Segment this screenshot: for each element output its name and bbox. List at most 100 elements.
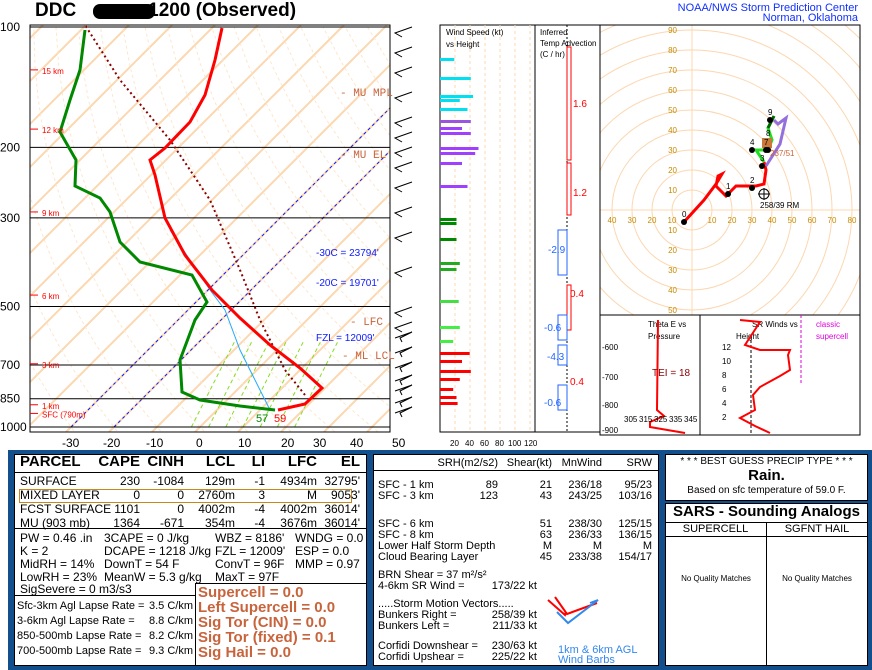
sr-wind-value: 173/22 kt: [491, 580, 537, 592]
cold-advection-bar: [557, 229, 568, 276]
mixing-ratio-line: [276, 339, 322, 428]
temp-label: -10: [146, 436, 164, 450]
hodo-y-label: 70: [668, 66, 677, 75]
parcel-value: 3: [258, 488, 265, 502]
kin-header: SRW: [626, 457, 652, 469]
wind-barb: [393, 46, 413, 58]
srwind-subtitle: Height: [736, 332, 760, 341]
wind-barb: [393, 146, 413, 158]
kin-value: 236/18: [568, 479, 602, 491]
parcel-value: 0: [177, 488, 184, 502]
parcel-value: 0: [177, 502, 184, 516]
hodo-y-label: 30: [668, 266, 677, 275]
dry-adiabat: [30, 285, 119, 432]
wind-axis-label: 20: [450, 439, 459, 448]
wind-barb: [393, 161, 413, 173]
index-value: DownT = 54 F: [104, 557, 180, 571]
bunkers-rm-label: 258/39 RM: [760, 201, 799, 210]
advection-value: 1.6: [573, 99, 587, 110]
supercell-matches: No Quality Matches: [681, 574, 751, 583]
parcel-value: 4002m: [198, 502, 235, 516]
thetae-p-label: -900: [602, 426, 619, 435]
thetae-x-label: 305: [624, 415, 638, 424]
temp-label: -20: [103, 436, 121, 450]
srwind-y-label: 8: [722, 371, 727, 380]
pressure-label: 1000: [0, 420, 27, 434]
hodo-x-label: 80: [848, 216, 857, 225]
motion-label: Corfidi Upshear =: [378, 651, 464, 663]
wind-speed-bar: [440, 396, 457, 399]
parcel-value: 0: [133, 488, 140, 502]
index-value: DCAPE = 1218 J/kg: [104, 544, 212, 558]
dry-adiabat: [166, 26, 390, 374]
cold-advection-bar: [557, 344, 568, 366]
wind-speed-bar: [440, 262, 460, 265]
sfc-temp: 59: [274, 413, 286, 425]
parcel-value: 4002m: [280, 502, 317, 516]
motion-label: Bunkers Right =: [378, 609, 457, 621]
advection-title: Inferred: [540, 28, 568, 37]
barb-legend-line2: Wind Barbs: [558, 654, 615, 666]
wind-speed-bar: [440, 340, 454, 343]
parcel-name: SURFACE: [20, 474, 77, 488]
parcel-value: 3676m: [280, 516, 317, 530]
precip-type: Rain.: [748, 467, 785, 484]
wind-speed-bar: [440, 120, 471, 123]
mu-mpl-label: - MU MPL: [340, 88, 393, 100]
thetae-p-label: -700: [602, 373, 619, 382]
hodo-point-label: 0: [682, 210, 687, 219]
index-value: ConvT = 96F: [215, 557, 285, 571]
kin-row-label: SFC - 1 km: [378, 479, 434, 491]
wind-barb: [393, 321, 413, 333]
mean-wind-label: 237/51: [770, 149, 795, 158]
dry-adiabat: [99, 26, 336, 432]
kin-value: 103/16: [618, 490, 652, 502]
parcel-header: EL: [340, 453, 360, 470]
thetae-trace: [649, 319, 686, 434]
parcel-value: 354m: [204, 516, 235, 530]
motion-value: 230/63 kt: [491, 640, 537, 652]
hodo-y-label: 10: [668, 226, 677, 235]
wind-barb: [393, 206, 413, 218]
hodo-y-label: 20: [668, 166, 677, 175]
wind-speed-bar: [440, 58, 455, 61]
parcel-value: 36014': [324, 516, 360, 530]
wind-axis-label: 60: [480, 439, 489, 448]
kin-header: SRH(m2/s2): [437, 457, 498, 469]
index-value: WNDG = 0.0: [295, 531, 364, 545]
kin-value: 21: [539, 479, 552, 491]
pressure-label: 700: [0, 358, 20, 372]
divider: [14, 528, 367, 529]
index-value: 3CAPE = 0 J/kg: [104, 531, 190, 545]
composite-param: Sig Tor (fixed) = 0.1: [198, 629, 336, 646]
parcel-header: PARCEL: [20, 453, 81, 470]
tei-value: TEI = 18: [652, 368, 691, 379]
sars-col-supercell: SUPERCELL: [665, 523, 767, 537]
isotherm: [30, 25, 302, 298]
wind-speed-bar: [440, 388, 454, 391]
wind-speed-bar: [440, 147, 479, 150]
wind-barb: [394, 361, 413, 373]
thetae-x-label: 345: [684, 415, 698, 424]
cold-advection-bar: [557, 384, 568, 411]
org-location: Norman, Oklahoma: [762, 12, 858, 24]
advection-value: -0.6: [544, 323, 562, 334]
parcel-header: LI: [251, 453, 265, 470]
freezing-level: FZL = 12009': [316, 333, 375, 344]
parcel-value: 9053': [331, 488, 360, 502]
parcel-header: LFC: [287, 453, 317, 470]
thetae-p-label: -600: [602, 343, 619, 352]
precip-box: [665, 454, 868, 501]
kinematics-box: [373, 454, 659, 666]
index-value: LowRH = 23%: [20, 570, 98, 584]
dry-adiabat: [122, 26, 380, 432]
mixed-layer-highlight: [19, 489, 352, 503]
kin-row-label: Cloud Bearing Layer: [378, 551, 479, 563]
parcel-header: CINH: [147, 453, 184, 470]
composite-param: Supercell = 0.0: [198, 584, 304, 601]
kin-value: 154/17: [618, 551, 652, 563]
sars-col-hail: SGFNT HAIL: [766, 523, 868, 537]
hodo-point-label: 4: [750, 138, 755, 147]
wind-axis-label: 120: [524, 439, 538, 448]
